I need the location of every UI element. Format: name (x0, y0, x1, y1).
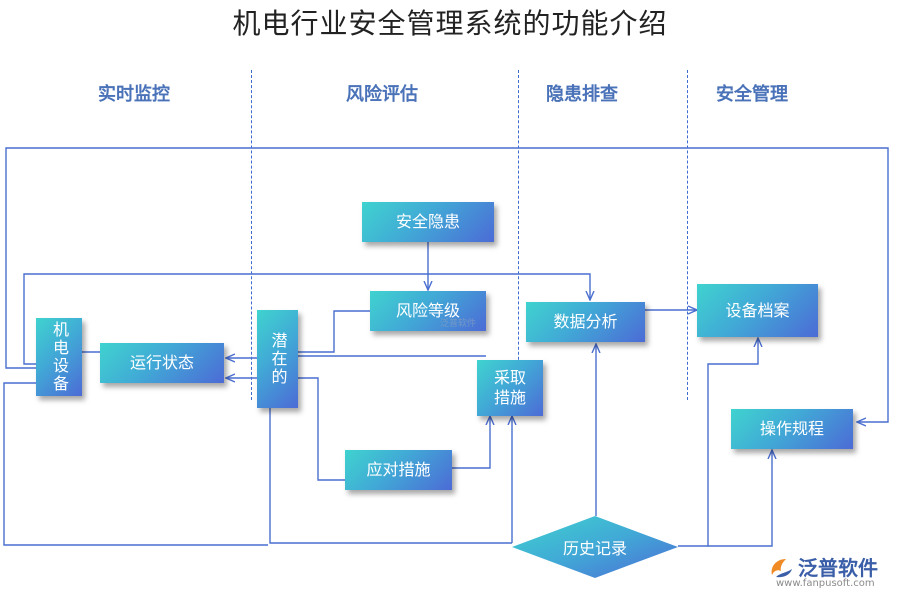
column-divider-3 (687, 70, 688, 400)
line-level-to-potential (298, 310, 370, 353)
column-header-hazard: 隐患排查 (546, 84, 618, 105)
node-operating-procedure[interactable]: 操作规程 (731, 409, 853, 449)
node-running-status[interactable]: 运行状态 (100, 343, 224, 383)
line-potential-bottom (269, 408, 512, 544)
watermark-text: 泛普软件 (440, 319, 477, 329)
logo-url: www.fanpusoft.com (776, 578, 875, 589)
node-mechanical-equipment[interactable]: 机电设备 (36, 318, 82, 396)
node-risk-level[interactable]: 风险等级 (370, 291, 486, 331)
history-diamond-shape (512, 516, 678, 578)
node-history-record[interactable]: 历史记录 (562, 539, 627, 558)
column-header-monitor: 实时监控 (98, 84, 170, 105)
node-take-measures[interactable]: 采取措施 (477, 360, 543, 416)
column-divider-2 (518, 70, 519, 400)
node-data-analysis[interactable]: 数据分析 (526, 302, 645, 342)
line-device-bottom (3, 382, 268, 546)
column-header-risk: 风险评估 (346, 84, 418, 105)
line-potential-to-response (298, 377, 345, 481)
logo-icon (771, 558, 792, 577)
column-divider-1 (251, 70, 252, 400)
arrow-history-to-procedure (708, 450, 772, 547)
node-equipment-archive[interactable]: 设备档案 (697, 284, 818, 337)
node-response-measures[interactable]: 应对措施 (345, 450, 452, 490)
brand-logo: 泛普软件 (768, 552, 878, 581)
node-safety-hazard[interactable]: 安全隐患 (362, 202, 494, 242)
logo-name: 泛普软件 (798, 556, 878, 580)
arrow-response-to-measure (452, 416, 490, 469)
arrow-device-to-analysis (23, 273, 590, 365)
column-header-safety: 安全管理 (716, 84, 788, 105)
arrow-history-to-archive (678, 338, 758, 547)
arrow-device-to-procedure (5, 147, 889, 422)
diagram-title: 机电行业安全管理系统的功能介绍 (232, 7, 668, 40)
node-potential[interactable]: 潜在的 (257, 310, 298, 408)
